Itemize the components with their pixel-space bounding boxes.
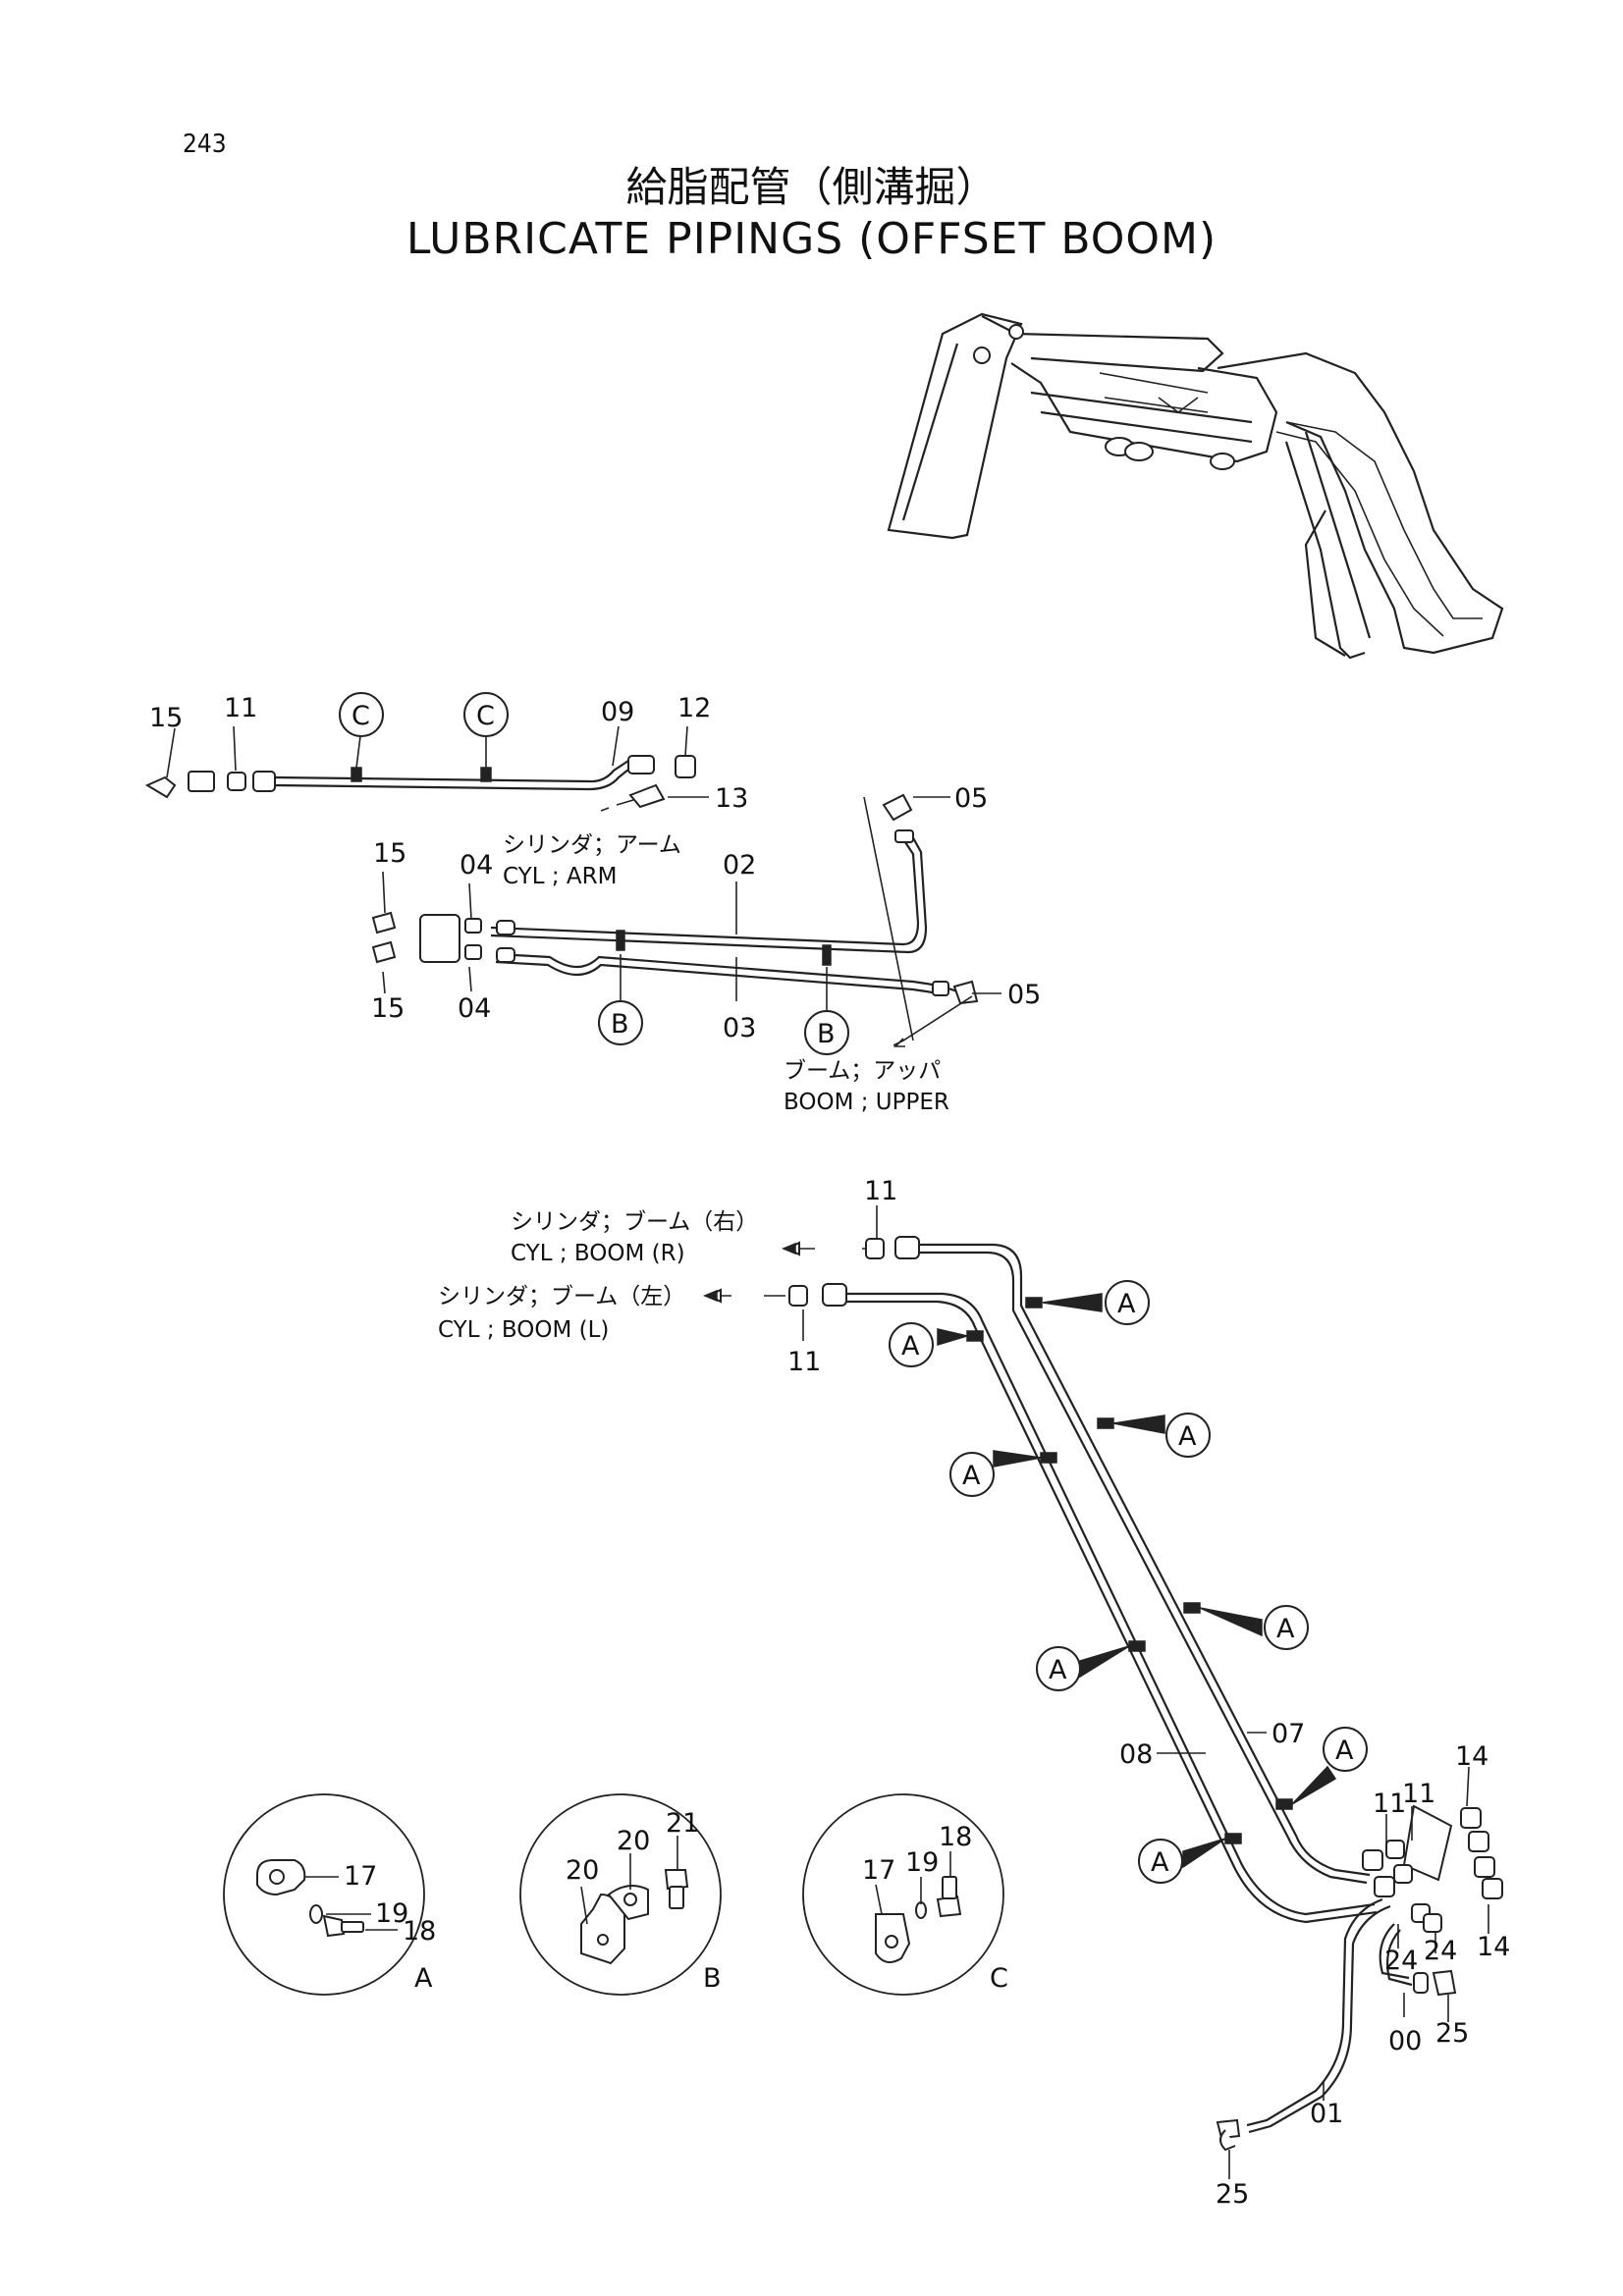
callout-a-2: A <box>901 1331 920 1362</box>
part-label-14-top: 14 <box>1455 1741 1488 1772</box>
part-label-24-a: 24 <box>1384 1946 1418 1976</box>
part-label-15-b: 15 <box>373 838 406 869</box>
page-number: 243 <box>183 130 227 159</box>
detail-c-letter: C <box>990 1963 1008 1994</box>
detail-b-part-20-left: 20 <box>566 1855 599 1886</box>
callout-a-3: A <box>1178 1421 1197 1452</box>
callout-a-4: A <box>962 1461 981 1491</box>
detail-c-part-18: 18 <box>939 1822 972 1852</box>
part-label-11-c: 11 <box>1373 1789 1406 1819</box>
callout-c-2: C <box>476 701 495 731</box>
detail-b-part-21: 21 <box>666 1808 699 1839</box>
callout-b-2: B <box>817 1019 836 1049</box>
page-title-japanese: 給脂配管（側溝掘） <box>625 163 998 211</box>
lower-callouts-a: A A A A A A A A <box>889 1280 1368 1884</box>
boom-cylinder-right-note-en: CYL ; BOOM (R) <box>511 1241 685 1266</box>
detail-c-part-19: 19 <box>905 1847 939 1878</box>
part-label-25-a: 25 <box>1435 2018 1469 2049</box>
boom-cylinder-left-note-jp: シリンダ；ブーム（左） <box>438 1284 685 1309</box>
boom-upper-pipe-lines <box>371 793 979 1047</box>
part-label-14-bottom: 14 <box>1477 1932 1510 1962</box>
part-label-24-b: 24 <box>1424 1936 1457 1966</box>
part-label-04-top: 04 <box>460 850 493 881</box>
part-label-05-top: 05 <box>954 783 988 814</box>
upper-part-labels: 15 11 09 12 13 05 15 04 02 15 04 03 05 <box>149 693 1041 1043</box>
callout-a-8: A <box>1151 1847 1169 1878</box>
detail-a-part-17: 17 <box>344 1861 377 1892</box>
detail-c-part-17: 17 <box>862 1855 895 1886</box>
boom-cylinder-arrows <box>703 1242 796 1303</box>
callout-a-5: A <box>1276 1614 1295 1644</box>
boom-upper-note-jp: ブーム；アッパ <box>784 1058 941 1084</box>
part-label-11: 11 <box>224 693 257 723</box>
arm-cylinder-note-jp: シリンダ；アーム <box>503 832 681 858</box>
part-label-11-top: 11 <box>864 1176 897 1206</box>
callout-c-1: C <box>352 701 370 731</box>
part-label-25-b: 25 <box>1216 2179 1249 2210</box>
arm-cylinder-arrow <box>600 807 610 812</box>
detail-b-letter: B <box>703 1963 722 1994</box>
boom-cylinder-pipe-lines <box>706 1236 1503 2152</box>
lower-notes: シリンダ；ブーム（右） CYL ; BOOM (R) シリンダ；ブーム（左） C… <box>438 1209 758 1343</box>
part-label-03: 03 <box>723 1013 756 1043</box>
detail-b-part-20-right: 20 <box>617 1826 650 1856</box>
upper-callouts: C C B B <box>339 692 849 1055</box>
part-label-02: 02 <box>723 850 756 881</box>
part-label-13: 13 <box>715 783 748 814</box>
page-title-english: LUBRICATE PIPINGS (OFFSET BOOM) <box>406 214 1217 264</box>
part-label-08: 08 <box>1119 1739 1153 1770</box>
arm-cylinder-pipe-line <box>144 755 696 809</box>
detail-a: 17 19 18 A <box>223 1793 436 1996</box>
boom-cylinder-left-note-en: CYL ; BOOM (L) <box>438 1317 609 1343</box>
part-label-05-bottom: 05 <box>1007 980 1041 1010</box>
part-label-07: 07 <box>1271 1719 1305 1749</box>
arm-cylinder-note-en: CYL ; ARM <box>503 864 617 889</box>
part-label-15-c: 15 <box>371 993 405 1024</box>
callout-a-6: A <box>1049 1655 1067 1685</box>
part-label-12: 12 <box>677 693 711 723</box>
boom-cylinder-right-note-jp: シリンダ；ブーム（右） <box>511 1209 758 1235</box>
part-label-11-bottom: 11 <box>787 1347 821 1377</box>
part-label-15: 15 <box>149 703 183 733</box>
callout-a-1: A <box>1117 1289 1136 1319</box>
upper-notes: シリンダ；アーム CYL ; ARM ブーム；アッパ BOOM ; UPPER <box>503 832 949 1115</box>
part-label-04-bottom: 04 <box>458 993 491 1024</box>
callout-a-7: A <box>1335 1735 1354 1766</box>
part-label-00: 00 <box>1388 2026 1422 2056</box>
detail-c: 17 19 18 C <box>802 1793 1008 1996</box>
leader-lines <box>166 725 1489 2179</box>
lower-part-labels: 11 11 07 08 14 11 11 14 24 24 25 00 01 2… <box>787 1176 1510 2210</box>
detail-b: 20 20 21 B <box>519 1793 722 1996</box>
boom-upper-note-en: BOOM ; UPPER <box>784 1090 949 1115</box>
part-label-11-d: 11 <box>1402 1779 1435 1809</box>
part-label-09: 09 <box>601 697 634 727</box>
part-label-01: 01 <box>1310 2099 1343 2129</box>
excavator-overview-illustration <box>887 312 1504 660</box>
detail-a-letter: A <box>414 1963 433 1994</box>
detail-a-part-19: 19 <box>375 1898 408 1929</box>
callout-b-1: B <box>611 1009 629 1040</box>
detail-a-part-18: 18 <box>403 1916 436 1947</box>
